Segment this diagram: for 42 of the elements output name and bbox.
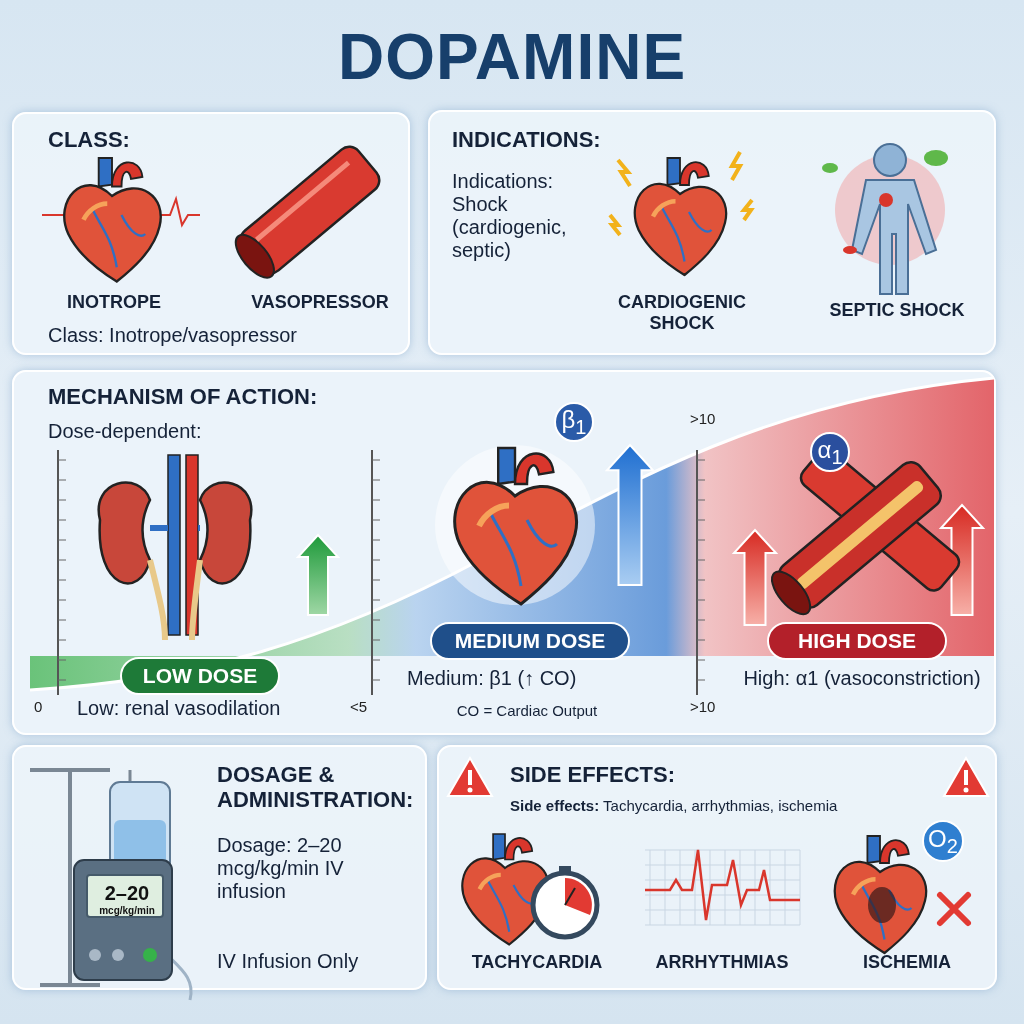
body-text: Side effects: Tachycardia, arrhythmias, ischemia (510, 797, 839, 815)
icon-caption: ISCHEMIA (862, 952, 952, 973)
panel-heading: DOSAGE & ADMINISTRATION: (217, 762, 415, 813)
panel-heading: CLASS: (48, 127, 131, 153)
display-unit: mcg/kg/min (98, 905, 156, 917)
dose-label (120, 657, 280, 695)
panel-heading: SIDE EFFECTS: (510, 762, 676, 788)
icon-caption: CARDIOGENIC SHOCK (617, 292, 747, 334)
panel-heading: MECHANISM OF ACTION: (48, 384, 319, 410)
dosage-text: Dosage: 2–20 mcg/kg/min IV infusion (217, 834, 345, 903)
icon-caption: ARRHYTHMIAS (654, 952, 790, 973)
body-text: High: α1 (vasoconstriction) (742, 667, 982, 690)
body-text: Class: Inotrope/vasopressor (48, 324, 298, 347)
receptor-label: α$_{1}$ (817, 435, 843, 469)
dose-label (767, 622, 947, 660)
body-text: Medium: β1 (↑ CO) (407, 667, 578, 690)
body-text: Indications: Shock (cardiogenic, septic) (452, 170, 568, 262)
dose-label-text: HIGH DOSE (798, 628, 916, 654)
receptor-badge (554, 402, 594, 442)
footnote-text: CO = Cardiac Output (455, 702, 599, 720)
scale-tick-label: >10 (690, 410, 716, 427)
display-value: 2–20 (103, 882, 151, 905)
scale-tick-label: <5 (350, 698, 368, 715)
receptor-badge (922, 820, 964, 862)
icon-caption: VASOPRESSOR (250, 292, 390, 313)
info-panel (428, 110, 996, 355)
pump-display (86, 874, 164, 918)
body-text: IV Infusion Only (217, 950, 360, 973)
receptor-label: O$_{2}$ (928, 824, 958, 858)
receptor-label: β$_{1}$ (561, 405, 587, 439)
page-title: DOPAMINE (336, 20, 688, 94)
panel-heading: INDICATIONS: (452, 127, 602, 153)
icon-caption: SEPTIC SHOCK (828, 300, 966, 321)
scale-tick-label: 0 (34, 698, 43, 715)
icon-caption: INOTROPE (66, 292, 162, 313)
scale-tick-label: >10 (690, 698, 716, 715)
dose-label-text: MEDIUM DOSE (454, 628, 606, 654)
body-text: Low: renal vasodilation (77, 697, 282, 720)
icon-caption: TACHYCARDIA (470, 952, 604, 973)
dose-label-text: LOW DOSE (142, 663, 258, 689)
body-text: Dose-dependent: (48, 420, 203, 443)
dose-label (430, 622, 630, 660)
